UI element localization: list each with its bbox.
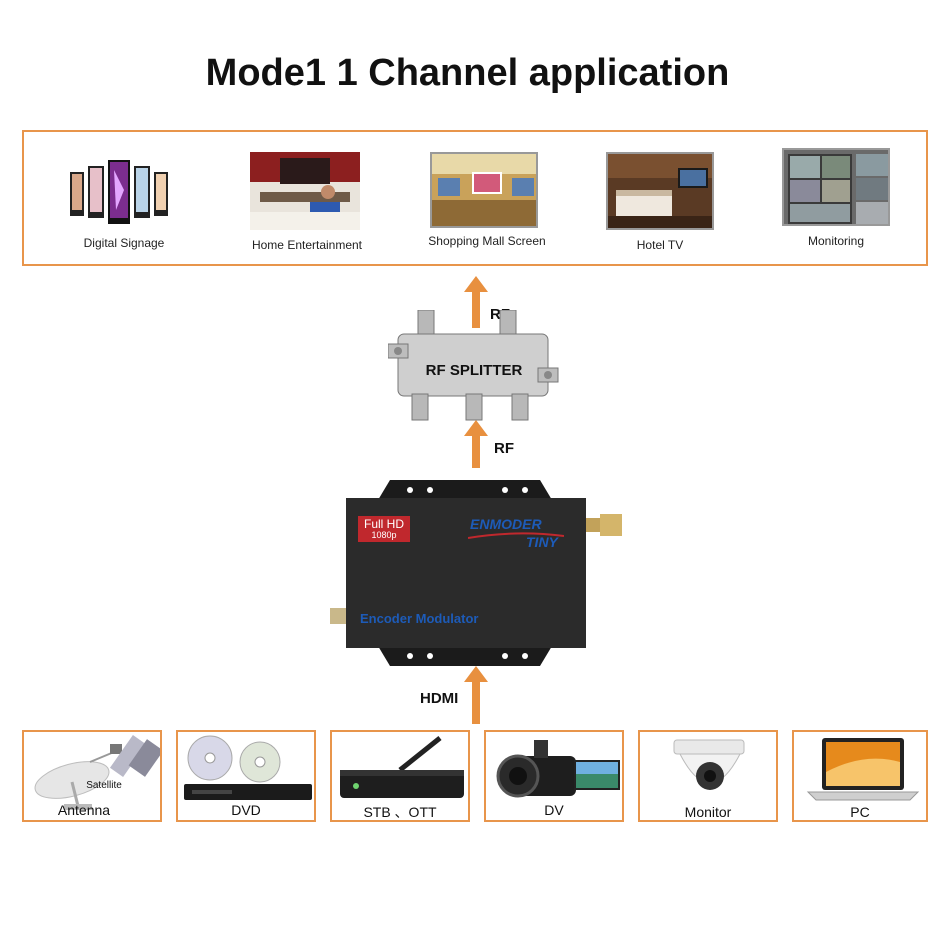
encoder-brand-line2: TINY [526,534,558,550]
rf-splitter: RF SPLITTER [387,309,563,422]
shopping-mall-image [430,152,538,228]
rf-arrow-up-top [464,276,488,328]
output-monitoring: Monitoring [780,148,900,260]
source-dvd: DVD [176,730,316,822]
laptop-icon [806,738,920,801]
output-digital-signage: Digital Signage [64,160,184,260]
encoder-badge-line1: Full HD [363,517,404,531]
output-label: Home Entertainment [251,238,363,252]
output-applications-panel: Digital Signage Home Entertainment [22,130,928,266]
source-label: STB 、OTT [363,804,437,820]
source-stb-ott: STB 、OTT [330,730,470,822]
output-label: Shopping Mall Screen [428,234,546,248]
source-sublabel: Satellite [86,780,122,791]
set-top-box-icon [340,736,464,798]
monitoring-image [782,148,890,226]
hotel-tv-image [606,152,714,230]
hdmi-label: HDMI [420,690,459,707]
encoder-modulator-device: Full HD 1080p ENMODER TINY Encoder Modul… [330,480,625,666]
rf-label-bottom: RF [494,440,514,457]
output-home-entertainment: Home Entertainment [248,152,366,262]
dome-camera-icon [673,739,745,790]
source-label: Monitor [684,804,732,820]
output-label: Monitoring [807,234,865,248]
camcorder-icon [496,740,620,798]
encoder-caption: Encoder Modulator [360,611,479,626]
output-hotel-tv: Hotel TV [604,152,716,262]
encoder-brand-swoosh [468,532,564,539]
encoder-badge-line2: 1080p [371,530,397,540]
output-shopping-mall-screen: Shopping Mall Screen [422,150,552,262]
output-label: Digital Signage [83,236,165,250]
page-title: Mode1 1 Channel application [205,52,730,94]
hdmi-arrow-up [464,666,488,724]
source-label: Antenna [57,802,111,818]
source-label: PC [850,804,870,820]
encoder-brand-line1: ENMODER [470,516,542,532]
rf-arrow-up-bottom [464,420,488,468]
dvd-player-icon [184,735,312,800]
output-label: Hotel TV [636,238,684,252]
source-pc: PC [792,730,928,822]
satellite-dish-icon [34,735,160,810]
source-dv: DV [484,730,624,822]
source-label: DV [544,802,564,818]
rf-splitter-label: RF SPLITTER [425,362,523,379]
home-entertainment-image [250,152,360,230]
source-label: DVD [231,802,261,818]
source-monitor: Monitor [638,730,778,822]
source-antenna: Satellite Antenna [22,730,162,822]
digital-signage-image [70,160,168,224]
